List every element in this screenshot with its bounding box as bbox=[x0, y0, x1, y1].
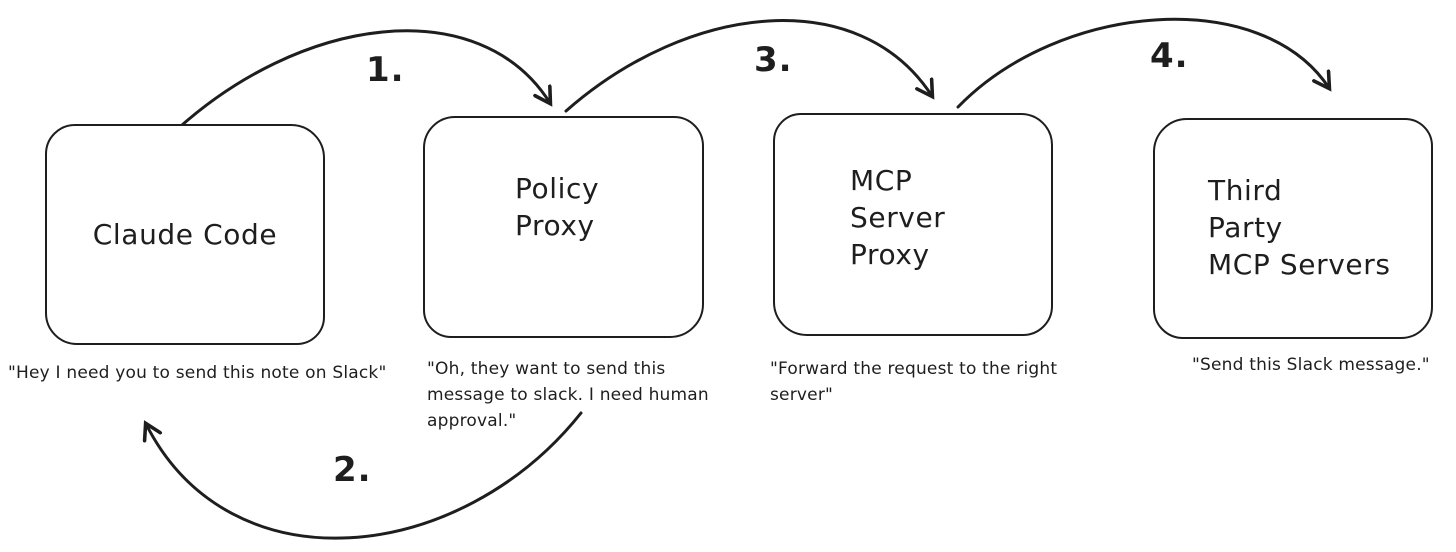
node-third-party-mcp-servers-label: Third Party MCP Servers bbox=[1208, 172, 1391, 283]
arrow-label-step-4: 4. bbox=[1150, 36, 1189, 76]
node-mcp-server-proxy-label: MCP Server Proxy bbox=[850, 162, 945, 273]
arrow-step-1-claude-to-policy bbox=[169, 29, 550, 137]
node-policy-proxy-label: Policy Proxy bbox=[515, 170, 599, 244]
arrow-step-2-policy-to-claude bbox=[146, 411, 583, 540]
arrow-label-step-3: 3. bbox=[754, 40, 793, 80]
node-third-party-mcp-servers: Third Party MCP Servers bbox=[1153, 118, 1433, 339]
node-label-line: Proxy bbox=[515, 209, 595, 242]
node-label-line: MCP bbox=[850, 164, 913, 197]
arrow-label-step-2: 2. bbox=[333, 450, 372, 490]
node-label-line: MCP Servers bbox=[1208, 248, 1391, 281]
node-label-line: Party bbox=[1208, 211, 1283, 244]
node-mcp-server-proxy: MCP Server Proxy bbox=[773, 113, 1053, 336]
node-label-line: Claude Code bbox=[92, 218, 278, 251]
caption-third-party-mcp-servers: "Send this Slack message." bbox=[1192, 355, 1430, 375]
caption-mcp-server-proxy: "Forward the request to the right server… bbox=[770, 359, 1058, 405]
node-label-line: Server bbox=[850, 201, 946, 234]
caption-policy-proxy: "Oh, they want to send this message to s… bbox=[427, 359, 709, 431]
node-claude-code: Claude Code bbox=[45, 124, 325, 345]
arrow-step-3-policy-to-mcp-proxy bbox=[564, 19, 932, 113]
node-policy-proxy: Policy Proxy bbox=[423, 116, 704, 338]
arrow-label-step-1: 1. bbox=[366, 50, 405, 90]
node-claude-code-label: Claude Code bbox=[47, 216, 323, 253]
caption-claude-code: "Hey I need you to send this note on Sla… bbox=[8, 363, 387, 383]
arrow-step-4-proxy-to-third-party bbox=[956, 17, 1329, 109]
node-label-line: Policy bbox=[515, 172, 600, 205]
node-label-line: Third bbox=[1208, 174, 1283, 207]
node-label-line: Proxy bbox=[850, 238, 930, 271]
